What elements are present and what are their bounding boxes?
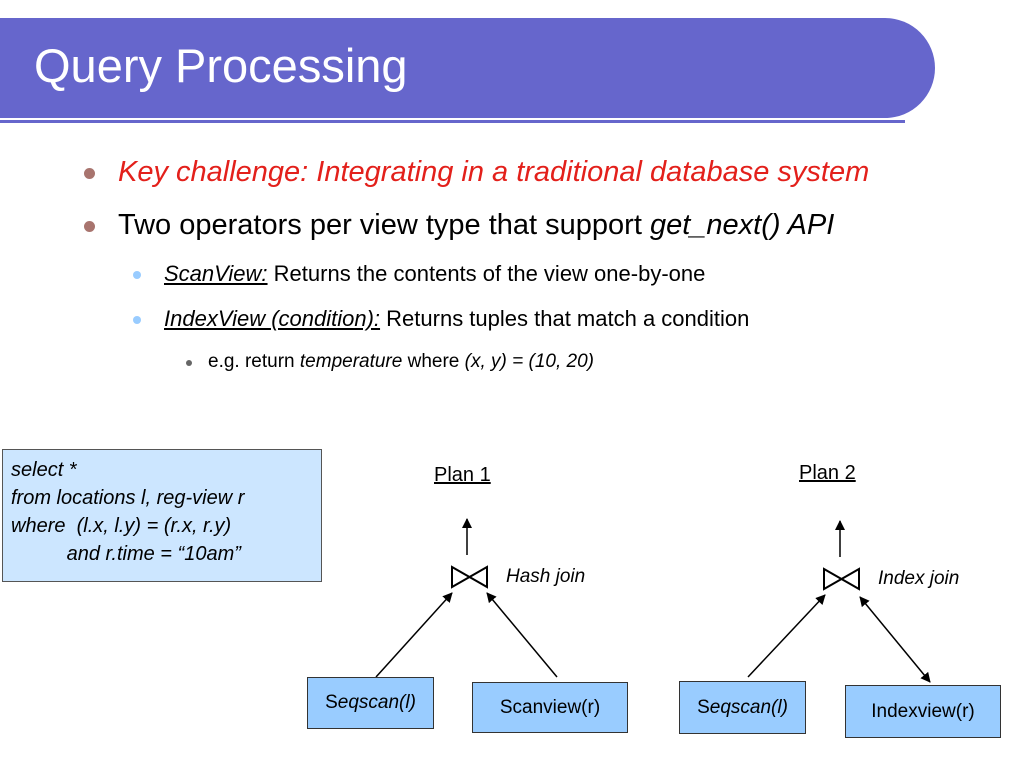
sub-bullet-dot (133, 271, 141, 279)
example-condition: (x, y) = (10, 20) (464, 351, 595, 372)
sql-line: from locations l, reg-view r (11, 487, 245, 509)
sql-line: where (l.x, l.y) = (r.x, r.y) (11, 515, 232, 537)
plan2-join-label: Index join (878, 568, 960, 589)
bullet-key-challenge: Key challenge: Integrating in a traditio… (118, 156, 870, 188)
plan2-right-edge (859, 596, 931, 683)
term-scanview: ScanView: (164, 261, 268, 286)
bullet-text: Two operators per view type that support (118, 209, 650, 241)
term-indexview: IndexView (condition): (164, 306, 381, 331)
node-label: eqscan(l) (709, 696, 788, 718)
node-label: eqscan(l) (337, 692, 416, 713)
bullet-dot (84, 221, 95, 232)
sql-line: and r.time = “10am” (11, 543, 241, 565)
bullet-indexview: IndexView (condition): Returns tuples th… (164, 306, 749, 332)
plan2-join-symbol (823, 567, 860, 591)
sub-sub-bullet-dot (186, 360, 192, 366)
plan1-left-edge (375, 592, 453, 678)
plan1-label: Plan 1 (434, 464, 491, 486)
plan2-left-edge (747, 594, 826, 678)
title-bar (0, 18, 935, 118)
plan1-join-label: Hash join (506, 566, 586, 587)
plan1-join-symbol (451, 565, 488, 589)
title-underline (0, 120, 905, 123)
bullet-dot (84, 168, 95, 179)
bullet-text: Returns tuples that match a condition (380, 306, 750, 331)
bullet-scanview: ScanView: Returns the contents of the vi… (164, 261, 705, 287)
bullet-text: e.g. return (208, 351, 300, 372)
bullet-two-operators: Two operators per view type that support… (118, 209, 834, 242)
node-prefix: S (697, 696, 710, 718)
sql-line: select * (11, 459, 77, 481)
slide-title: Query Processing (34, 39, 408, 92)
sub-bullet-dot (133, 316, 141, 324)
node-prefix: S (325, 692, 338, 713)
plan2-indexview-node: Indexview(r) (845, 685, 1001, 738)
plan1-right-edge (486, 592, 558, 678)
bullet-api: get_next() API (649, 209, 835, 241)
sql-query-box: select * from locations l, reg-view r wher… (2, 449, 322, 582)
bullet-text: Returns the contents of the view one-by-… (267, 261, 706, 286)
example-attribute: temperature (299, 351, 403, 372)
bullet-example: e.g. return temperature where (x, y) = (… (208, 351, 594, 373)
plan1-scanview-node: Scanview(r) (472, 682, 628, 733)
bullet-text: where (402, 351, 465, 372)
plan2-label: Plan 2 (799, 462, 856, 484)
